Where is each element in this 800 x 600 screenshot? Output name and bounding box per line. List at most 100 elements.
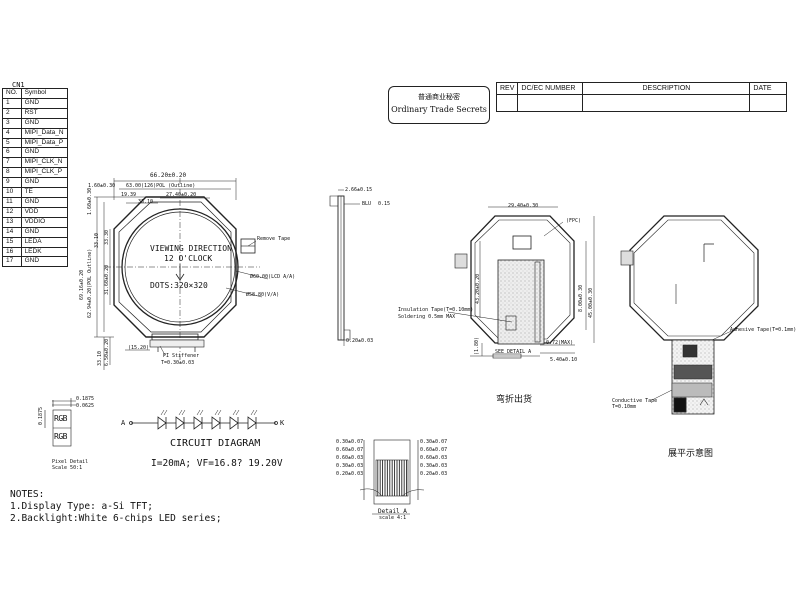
- insulation-label: Insulation Tape(T=0.10mm): [398, 307, 474, 313]
- trade-secret-cn: 普通商业秘密: [418, 93, 460, 101]
- led-chain: [157, 409, 258, 430]
- dim-side2: 31.60±0.20: [104, 264, 110, 295]
- pin-number: 10: [2, 187, 22, 198]
- dim-center: 27.40±0.20: [166, 192, 197, 198]
- detail-callout: SEE DETAIL A: [495, 349, 532, 355]
- revision-table: REV DC/EC NUMBER DESCRIPTION DATE: [495, 82, 788, 112]
- conductive-t-label: T=0.10mm: [612, 404, 637, 410]
- detail-a-dim: 0.60±0.07: [336, 447, 364, 453]
- led-emission-arrow: [199, 409, 204, 416]
- pin-symbol: MIPI_Data_N: [20, 127, 68, 139]
- folded-fpc: (FPC): [566, 218, 582, 224]
- dim-inner: 33.10: [138, 199, 154, 205]
- pin-number: 6: [2, 147, 22, 159]
- led-emission-arrow: [214, 409, 219, 416]
- folded-dim-right-b: 45.00±0.30: [588, 287, 594, 318]
- dim-width: 66.20±0.20: [150, 172, 187, 179]
- dim-pol: 62.94±0.20(POL Outline): [87, 248, 93, 318]
- anode-label: A: [121, 419, 126, 427]
- pin-symbol: MIPI_CLK_N: [20, 157, 68, 169]
- side-thickness: 2.66±0.15: [345, 187, 373, 193]
- led-diode: [211, 416, 221, 430]
- detail-a-dim: 0.60±0.07: [420, 447, 448, 453]
- detail-a-caption1: Detail A: [378, 508, 407, 515]
- folded-fpc-w: (1.80): [474, 336, 480, 355]
- pin-symbol: MIPI_CLK_P: [20, 167, 68, 179]
- pixel-caption2: Scale 50:1: [52, 465, 83, 471]
- pin-number: 11: [2, 196, 22, 208]
- pin-number: 2: [2, 107, 22, 119]
- folded-tail-b: 5.40±0.10: [550, 357, 578, 363]
- detail-a-dim: 0.30±0.03: [336, 463, 364, 469]
- trade-secret-stamp: 普通商业秘密 Ordinary Trade Secrets: [388, 86, 490, 124]
- side-view: [329, 189, 360, 346]
- pixel-rgb-top: RGB: [54, 414, 67, 423]
- dim-fpc-tail: 6.50±0.20: [104, 338, 110, 366]
- notes-block: NOTES: 1.Display Type: a-Si TFT; 2.Backl…: [10, 489, 222, 525]
- dim-tb: 1.60±0.30: [87, 187, 93, 215]
- pixel-detail: [44, 398, 76, 447]
- dim-outline: 63.00(126)POL (Outline): [126, 183, 196, 189]
- dim-fpc-len: 33.10: [97, 350, 103, 366]
- pin-number: 4: [2, 127, 22, 139]
- led-emission-arrow: [253, 409, 258, 416]
- dots-label: DOTS:320×320: [150, 281, 208, 290]
- flat-view: [620, 215, 759, 415]
- pixel-dim-a: 0.1875: [76, 396, 95, 402]
- led-emission-arrow: [250, 409, 255, 416]
- pin-symbol: GND: [20, 147, 68, 159]
- led-emission-arrow: [160, 409, 165, 416]
- led-diode: [247, 416, 257, 430]
- pin-number: 5: [2, 137, 22, 149]
- led-emission-arrow: [232, 409, 237, 416]
- led-diode: [157, 416, 167, 430]
- folded-dim-top: 29.40±0.30: [508, 203, 539, 209]
- pin-symbol: VDD: [20, 206, 68, 218]
- note-line-1: 1.Display Type: a-Si TFT;: [10, 501, 153, 512]
- lcd-aa-label: Ø60.00(LCD A/A): [250, 274, 296, 280]
- detail-a-dim: 0.30±0.07: [336, 439, 364, 445]
- detail-a-dim: 0.30±0.07: [420, 439, 448, 445]
- vva-label: Ø58.80(V/A): [246, 292, 280, 298]
- pixel-dim-b: 0.0625: [76, 403, 95, 409]
- led-emission-arrow: [217, 409, 222, 416]
- viewing-direction-label: VIEWING DIRECTION: [150, 244, 232, 253]
- pin-number: 8: [2, 167, 22, 179]
- flat-caption: 展平示意图: [668, 449, 714, 459]
- folded-tail-a: 0.72(MAX): [546, 340, 574, 346]
- pin-symbol: GND: [20, 177, 68, 189]
- pixel-caption1: Pixel Detail: [52, 459, 89, 465]
- side-blu: BLU: [362, 201, 372, 207]
- pin-number: 7: [2, 157, 22, 169]
- pin-symbol: GND: [20, 226, 68, 238]
- pin-symbol: LEDK: [20, 246, 68, 258]
- clock-label: 12 O'CLOCK: [164, 254, 213, 263]
- detail-a-dim: 0.20±0.03: [420, 471, 448, 477]
- pin-no-header: NO.: [2, 88, 22, 99]
- description-col: DESCRIPTION: [582, 82, 751, 95]
- dim-offset: 1.60±0.30: [88, 183, 116, 189]
- dim-side: 33.10: [94, 232, 100, 248]
- cathode-label: K: [280, 419, 285, 427]
- pin-number: 17: [2, 256, 22, 268]
- folded-dim-right-a: 8.00±0.30: [578, 284, 584, 312]
- dc-ec-col: DC/EC NUMBER: [517, 82, 584, 95]
- folded-dim-left: 43.20±0.20: [475, 273, 481, 304]
- pin-symbol: GND: [20, 117, 68, 129]
- pin-number: 15: [2, 236, 22, 248]
- led-emission-arrow: [181, 409, 186, 416]
